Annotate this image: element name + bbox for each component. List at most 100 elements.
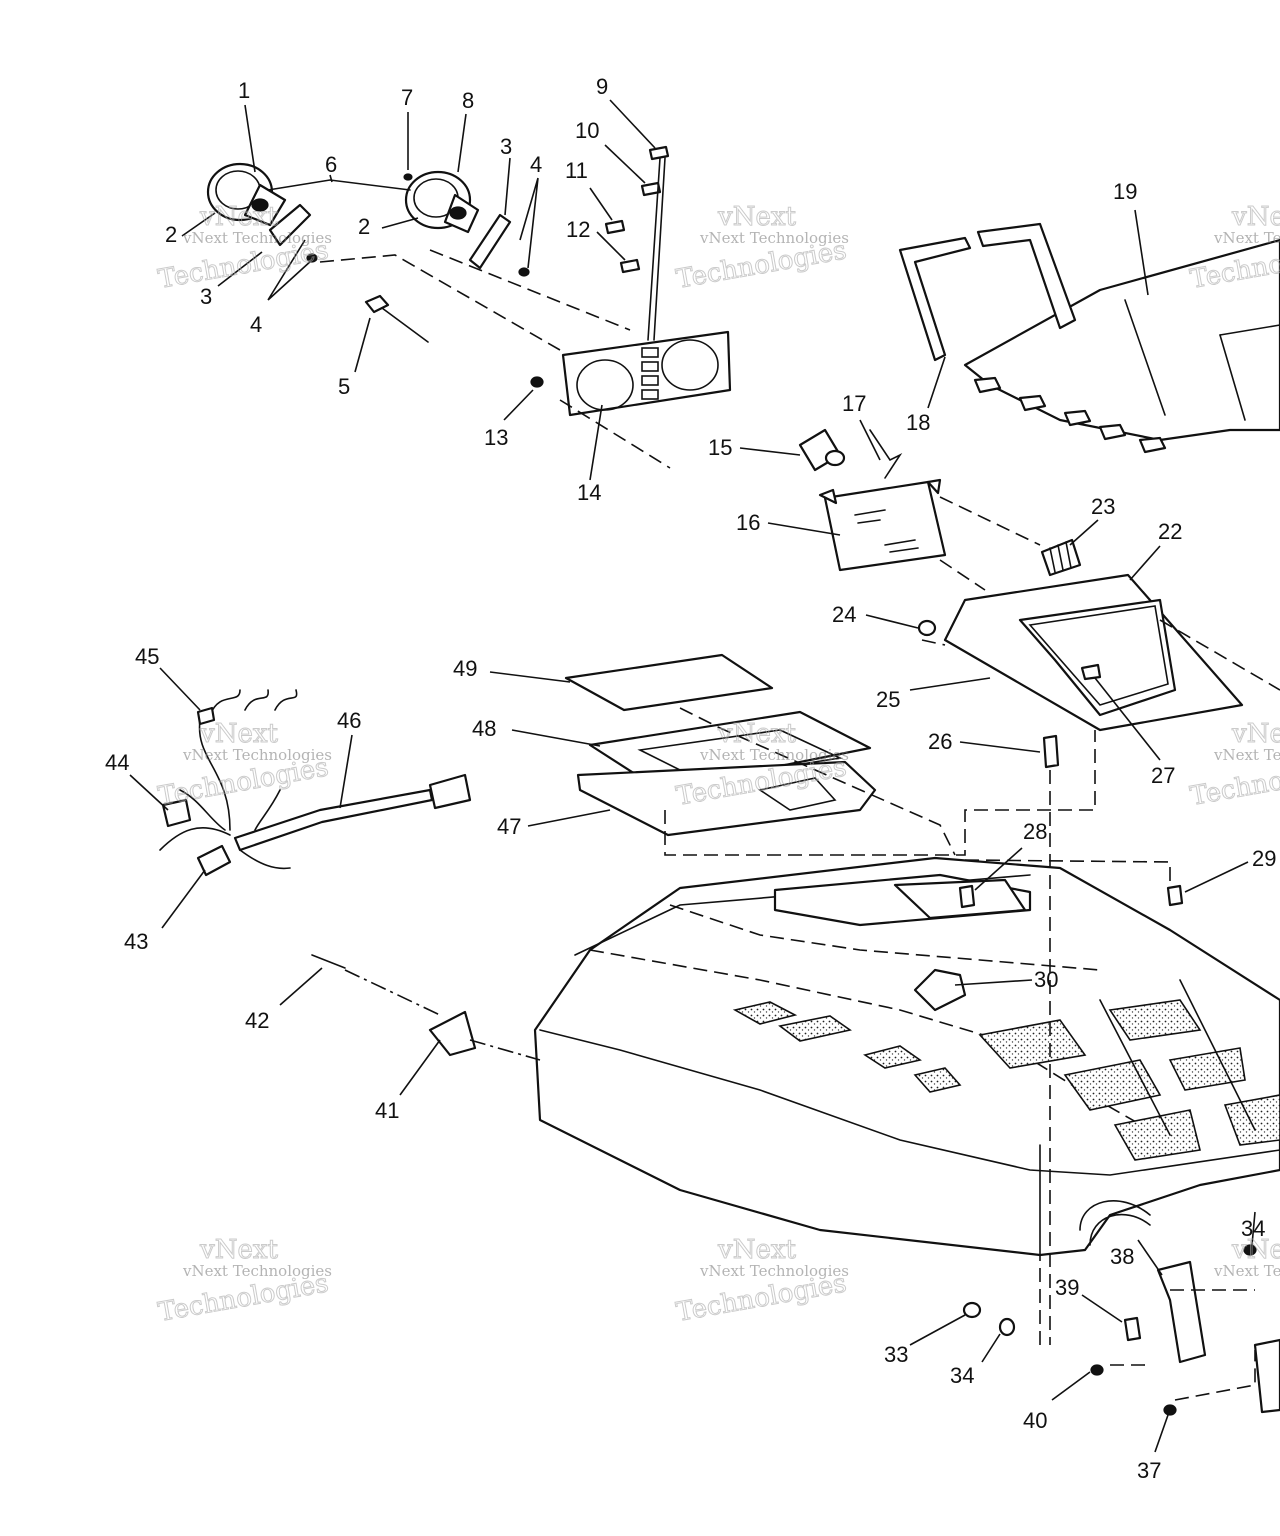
door-47 bbox=[576, 760, 877, 837]
callout-4: 4 bbox=[250, 312, 262, 337]
callout-15: 15 bbox=[708, 435, 732, 460]
callout-4: 4 bbox=[530, 152, 542, 177]
grommet-33 bbox=[962, 1301, 982, 1319]
nut-34b bbox=[1243, 1244, 1257, 1256]
callout-42: 42 bbox=[245, 1008, 269, 1033]
svg-text:vNext Technologies: vNext Technologies bbox=[1213, 229, 1280, 247]
nut-4b bbox=[518, 267, 530, 277]
svg-text:vNext Technologies: vNext Technologies bbox=[1213, 746, 1280, 764]
callout-17: 17 bbox=[842, 391, 866, 416]
svg-text:vNext: vNext bbox=[199, 719, 278, 749]
clip-24 bbox=[917, 619, 937, 637]
svg-text:vNext Technologies: vNext Technologies bbox=[182, 229, 332, 247]
callout-45: 45 bbox=[135, 644, 159, 669]
callout-2: 2 bbox=[358, 214, 370, 239]
svg-text:vNext: vNext bbox=[717, 719, 796, 749]
callout-5: 5 bbox=[338, 374, 350, 399]
screw-29 bbox=[1166, 884, 1184, 907]
svg-text:vNext Technologies: vNext Technologies bbox=[699, 746, 849, 764]
svg-text:vNext: vNext bbox=[199, 1235, 278, 1265]
watermark-bottom-center: vNext vNext Technologies Technologies bbox=[674, 1235, 850, 1329]
watermark-bottom-left: vNext vNext Technologies Technologies bbox=[156, 1235, 333, 1329]
callout-41: 41 bbox=[375, 1098, 399, 1123]
screw-39 bbox=[1123, 1316, 1142, 1342]
watermark-mid-left: vNext vNext Technologies Technologies bbox=[156, 719, 333, 813]
leader-lines bbox=[129, 99, 1256, 1453]
bracket-left bbox=[268, 203, 512, 270]
callout-25: 25 bbox=[876, 687, 900, 712]
callout-22: 22 bbox=[1158, 519, 1182, 544]
callout-46: 46 bbox=[337, 708, 361, 733]
callout-13: 13 bbox=[484, 425, 508, 450]
svg-text:vNext Technologies: vNext Technologies bbox=[1213, 1262, 1280, 1280]
svg-text:vNext: vNext bbox=[1231, 719, 1280, 749]
screw-7 bbox=[403, 173, 413, 181]
callout-29: 29 bbox=[1252, 846, 1276, 871]
callout-44: 44 bbox=[105, 750, 129, 775]
screw-28 bbox=[958, 884, 976, 909]
callout-3: 3 bbox=[500, 134, 512, 159]
callout-labels: 1 2 2 3 3 4 4 5 6 7 8 9 10 11 12 13 14 1… bbox=[105, 74, 1276, 1483]
svg-text:vNext Technologies: vNext Technologies bbox=[699, 1262, 849, 1280]
gasket-49 bbox=[564, 653, 774, 712]
callout-8: 8 bbox=[462, 88, 474, 113]
callout-1: 1 bbox=[238, 78, 250, 103]
screw-37 bbox=[1163, 1404, 1177, 1416]
bulb-15 bbox=[798, 428, 846, 472]
callout-23: 23 bbox=[1091, 494, 1115, 519]
callout-14: 14 bbox=[577, 480, 601, 505]
callout-7: 7 bbox=[401, 85, 413, 110]
part-5-probe bbox=[364, 294, 429, 343]
callout-19: 19 bbox=[1113, 179, 1137, 204]
wiring-harness bbox=[159, 689, 472, 877]
nut-4a bbox=[306, 253, 318, 263]
svg-text:vNext Technologies: vNext Technologies bbox=[182, 746, 332, 764]
spring-23 bbox=[1040, 538, 1082, 577]
screw-13 bbox=[530, 376, 544, 388]
watermark-mid-right: vNext vNext Technologies Technologies bbox=[1188, 719, 1280, 813]
wire-17 bbox=[869, 429, 903, 479]
callout-40: 40 bbox=[1023, 1408, 1047, 1433]
washer-34 bbox=[998, 1317, 1016, 1337]
callout-33: 33 bbox=[884, 1342, 908, 1367]
callout-9: 9 bbox=[596, 74, 608, 99]
svg-text:vNext: vNext bbox=[1231, 1235, 1280, 1265]
callout-39: 39 bbox=[1055, 1275, 1079, 1300]
callout-24: 24 bbox=[832, 602, 856, 627]
callout-47: 47 bbox=[497, 814, 521, 839]
callout-18: 18 bbox=[906, 410, 930, 435]
switches bbox=[604, 145, 670, 341]
gauge-left bbox=[206, 162, 287, 227]
callout-43: 43 bbox=[124, 929, 148, 954]
callout-34: 34 bbox=[1241, 1216, 1265, 1241]
housing-22 bbox=[943, 573, 1244, 732]
callout-37: 37 bbox=[1137, 1458, 1161, 1483]
callout-10: 10 bbox=[575, 118, 599, 143]
pin-42 bbox=[311, 954, 346, 969]
callout-2: 2 bbox=[165, 222, 177, 247]
callout-28: 28 bbox=[1023, 819, 1047, 844]
watermark-top-center: vNext vNext Technologies Technologies bbox=[674, 202, 850, 296]
svg-text:vNext: vNext bbox=[717, 202, 796, 232]
gauge-right bbox=[404, 170, 480, 234]
bracket-41 bbox=[428, 1010, 477, 1057]
wire-6 bbox=[267, 179, 411, 191]
callout-49: 49 bbox=[453, 656, 477, 681]
headlight-16 bbox=[818, 478, 947, 572]
windshield bbox=[898, 222, 1280, 454]
svg-text:vNext: vNext bbox=[199, 202, 278, 232]
bracket-38 bbox=[1156, 1260, 1207, 1364]
bracket-right bbox=[1253, 1338, 1280, 1414]
watermark-bottom-right: vNext vNext Technologies bbox=[1213, 1235, 1280, 1281]
callout-34: 34 bbox=[950, 1363, 974, 1388]
assembly-lines bbox=[319, 249, 1280, 1401]
svg-text:vNext Technologies: vNext Technologies bbox=[182, 1262, 332, 1280]
callout-12: 12 bbox=[566, 217, 590, 242]
callout-3: 3 bbox=[200, 284, 212, 309]
callout-27: 27 bbox=[1151, 763, 1175, 788]
callout-16: 16 bbox=[736, 510, 760, 535]
callout-30: 30 bbox=[1034, 967, 1058, 992]
screw-40 bbox=[1090, 1364, 1104, 1376]
callout-11: 11 bbox=[565, 158, 588, 183]
